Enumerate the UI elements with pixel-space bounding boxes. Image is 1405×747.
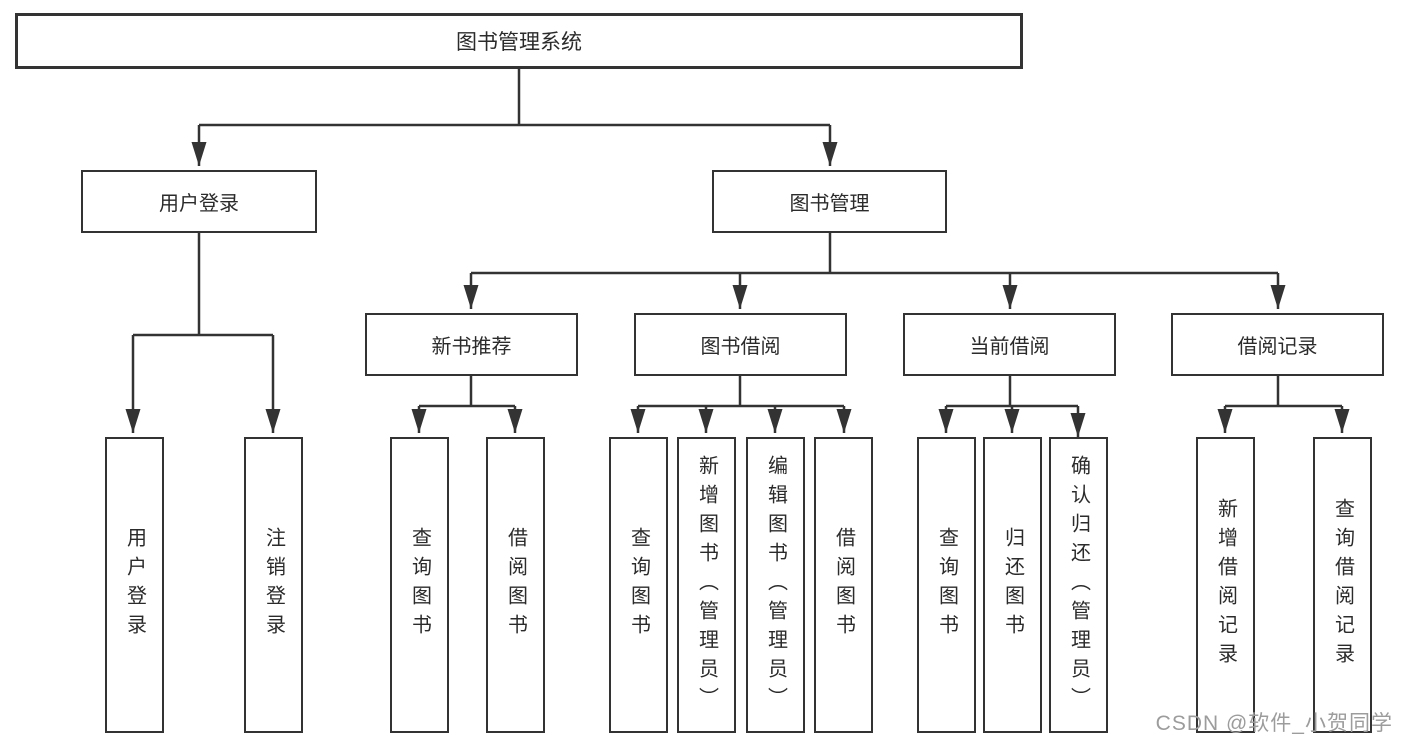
node-logout-leaf: 注销登录: [244, 437, 303, 733]
node-label: 用户登录: [123, 527, 146, 643]
node-label: 新增图书（管理员）: [695, 454, 718, 716]
node-confirm-return-admin: 确认归还（管理员）: [1049, 437, 1108, 733]
node-user-login: 用户登录: [81, 170, 317, 233]
node-query-books-recommendation: 查询图书: [390, 437, 449, 733]
node-edit-book-admin: 编辑图书（管理员）: [746, 437, 805, 733]
node-borrow-books-borrowing: 借阅图书: [814, 437, 873, 733]
node-query-borrow-record: 查询借阅记录: [1313, 437, 1372, 733]
csdn-watermark: CSDN @软件_小贺同学: [1155, 712, 1393, 735]
node-add-borrow-record: 新增借阅记录: [1196, 437, 1255, 733]
node-label: 借阅图书: [504, 527, 527, 643]
node-label: 查询图书: [935, 527, 958, 643]
node-borrowing-records: 借阅记录: [1171, 313, 1384, 376]
node-label: 查询图书: [627, 527, 650, 643]
node-label: 借阅图书: [832, 527, 855, 643]
node-label: 编辑图书（管理员）: [764, 454, 787, 716]
node-query-books-current: 查询图书: [917, 437, 976, 733]
node-new-book-recommendation: 新书推荐: [365, 313, 578, 376]
node-library-management-system: 图书管理系统: [15, 13, 1023, 69]
node-book-borrowing: 图书借阅: [634, 313, 847, 376]
node-user-login-leaf: 用户登录: [105, 437, 164, 733]
node-label: 注销登录: [262, 527, 285, 643]
node-query-books-borrowing: 查询图书: [609, 437, 668, 733]
node-label: 新增借阅记录: [1214, 498, 1237, 672]
node-label: 归还图书: [1001, 527, 1024, 643]
node-return-books: 归还图书: [983, 437, 1042, 733]
node-book-management: 图书管理: [712, 170, 947, 233]
node-current-borrowing: 当前借阅: [903, 313, 1116, 376]
node-label: 查询图书: [408, 527, 431, 643]
node-label: 查询借阅记录: [1331, 498, 1354, 672]
node-label: 确认归还（管理员）: [1067, 454, 1090, 716]
node-add-book-admin: 新增图书（管理员）: [677, 437, 736, 733]
node-borrow-books-recommendation: 借阅图书: [486, 437, 545, 733]
